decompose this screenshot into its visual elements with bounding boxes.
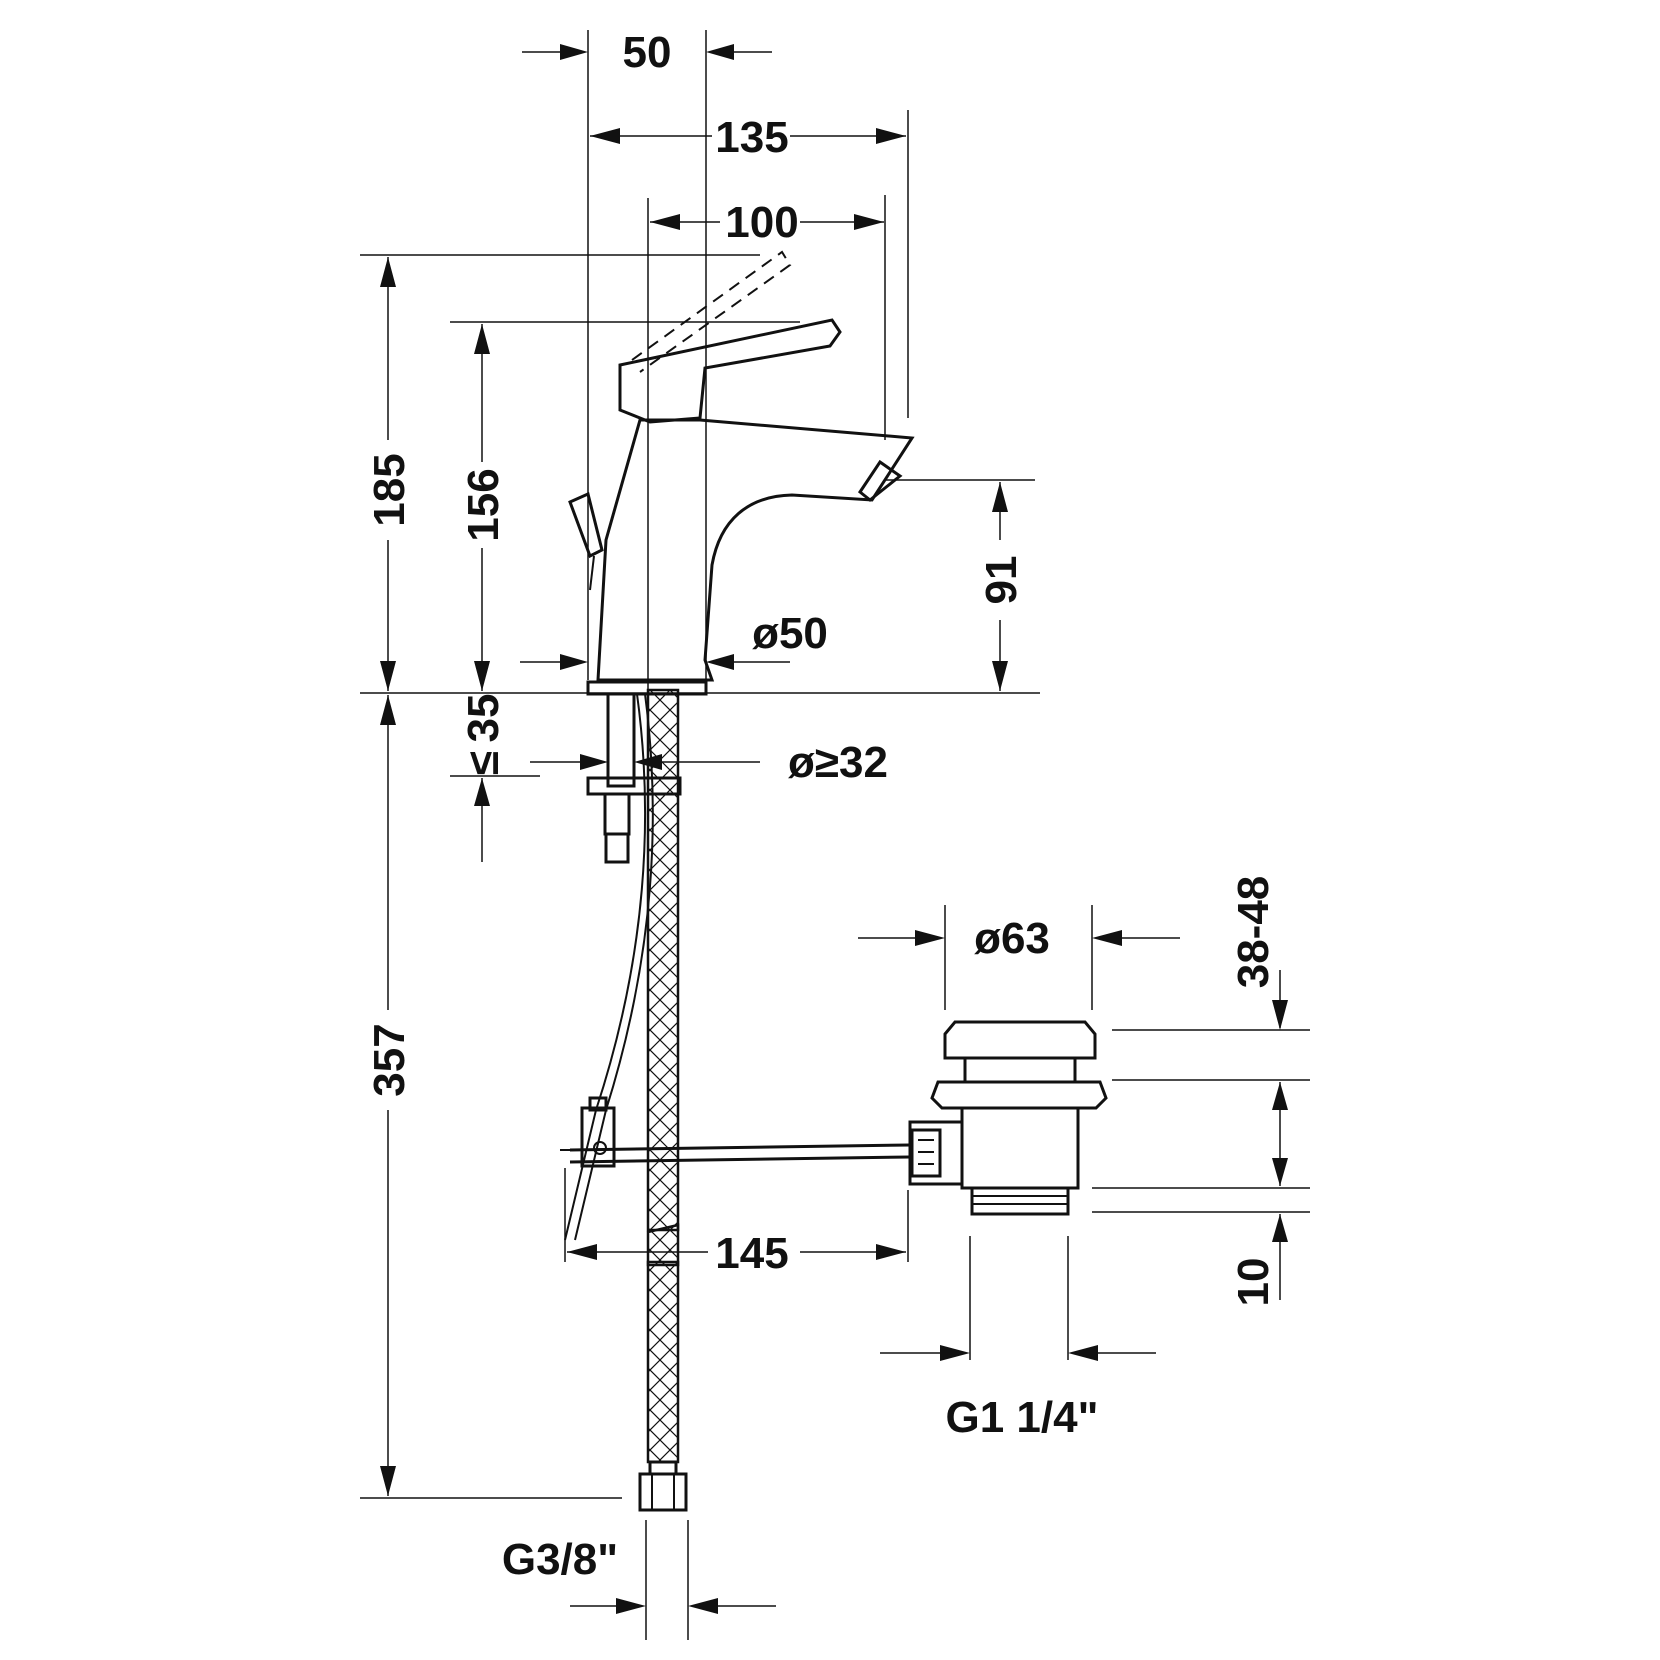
dimension-lines bbox=[360, 30, 1310, 1640]
dim-label-le-symbol: ≤ bbox=[459, 751, 508, 775]
arrow-38-48-bottom bbox=[1272, 1158, 1288, 1186]
arrow-d32-left bbox=[580, 754, 608, 770]
arrow-g38-left bbox=[616, 1598, 646, 1614]
dim-label-dia-50: ø50 bbox=[752, 609, 828, 658]
dim-label-91: 91 bbox=[977, 556, 1026, 605]
arrow-100-left bbox=[650, 214, 680, 230]
dim-label-357: 357 bbox=[365, 1023, 414, 1096]
dim-label-38-48: 38-48 bbox=[1229, 876, 1278, 989]
arrow-100-right bbox=[854, 214, 884, 230]
dim-label-g3-8: G3/8" bbox=[502, 1535, 618, 1584]
arrow-156-top bbox=[474, 324, 490, 354]
arrow-357-bottom bbox=[380, 1466, 396, 1496]
arrow-145-right bbox=[876, 1244, 906, 1260]
arrow-91-top bbox=[992, 482, 1008, 512]
dim-label-dia-63: ø63 bbox=[974, 914, 1050, 963]
dim-label-g1-1-4: G1 1/4" bbox=[946, 1393, 1099, 1442]
dim-label-10: 10 bbox=[1229, 1258, 1278, 1307]
arrow-g114-left bbox=[940, 1345, 970, 1361]
dim-label-185: 185 bbox=[365, 453, 414, 526]
arrow-g38-right bbox=[688, 1598, 718, 1614]
dim-label-50: 50 bbox=[623, 28, 672, 77]
dim-label-dia-ge-32: ø≥32 bbox=[788, 738, 888, 787]
arrow-d32-right bbox=[634, 754, 662, 770]
dim-label-156: 156 bbox=[459, 468, 508, 541]
arrow-g114-right bbox=[1068, 1345, 1098, 1361]
arrow-d63-left bbox=[915, 930, 945, 946]
arrow-185-top bbox=[380, 257, 396, 287]
linkage-rod bbox=[560, 1096, 911, 1168]
popup-waste bbox=[908, 1020, 1108, 1216]
arrow-10-up bbox=[1272, 1214, 1288, 1242]
arrow-50-right bbox=[706, 44, 734, 60]
arrow-357-top bbox=[380, 695, 396, 725]
dim-label-le-35: 35 bbox=[459, 694, 508, 743]
arrow-156-bottom bbox=[474, 661, 490, 691]
arrow-38-48-top bbox=[1272, 1082, 1288, 1110]
arrow-185-bottom bbox=[380, 661, 396, 691]
arrow-91-bottom bbox=[992, 661, 1008, 691]
arrow-35-bottom bbox=[474, 778, 490, 806]
flex-hose bbox=[638, 688, 688, 1512]
arrow-38-48-down bbox=[1272, 1000, 1288, 1030]
dimension-labels: 50 135 100 185 156 91 ø50 35 ≤ ø≥32 357 … bbox=[365, 28, 1278, 1584]
arrow-145-left bbox=[567, 1244, 597, 1260]
arrow-135-right bbox=[876, 128, 906, 144]
arrow-d50-left bbox=[560, 654, 588, 670]
arrow-d50-right bbox=[706, 654, 734, 670]
dim-label-100: 100 bbox=[725, 198, 798, 247]
arrow-d63-right bbox=[1092, 930, 1122, 946]
dim-label-135: 135 bbox=[715, 113, 788, 162]
dim-label-145: 145 bbox=[715, 1229, 788, 1278]
arrow-135-left bbox=[590, 128, 620, 144]
arrow-50-left bbox=[560, 44, 588, 60]
